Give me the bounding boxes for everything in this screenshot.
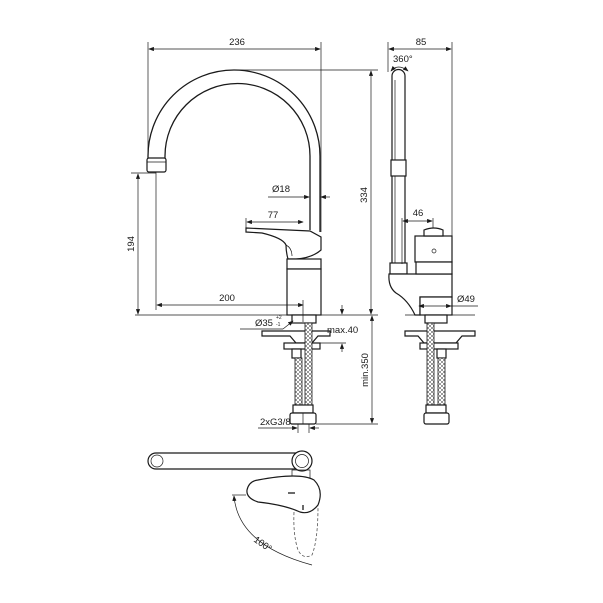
dim-body-diameter: Ø49 bbox=[457, 294, 475, 305]
aerator-nozzle bbox=[146, 157, 167, 173]
rotation-360: 360° bbox=[393, 54, 413, 65]
spout-inner bbox=[164, 82, 311, 230]
hose-right bbox=[304, 322, 313, 409]
dim-max-deck: max.40 bbox=[327, 325, 358, 336]
mounting-plate bbox=[261, 330, 331, 344]
faucet-body-upper bbox=[286, 258, 322, 270]
dim-width-236: 236 bbox=[229, 37, 245, 48]
tolerance-lower: -1 bbox=[276, 322, 281, 328]
top-lever-handle bbox=[246, 475, 321, 514]
hose-left bbox=[294, 357, 303, 409]
dim-base-diameter: Ø35 bbox=[255, 318, 273, 329]
side-spout-collar bbox=[390, 159, 407, 177]
spout-outer bbox=[147, 69, 321, 232]
rotation-arc bbox=[232, 495, 313, 566]
front-view: 236 334 194 200 Ø18 77 Ø35 +2 -1 max.40 … bbox=[126, 37, 378, 433]
lever-handle bbox=[245, 227, 322, 260]
dim-pipe-diameter: Ø18 bbox=[272, 184, 290, 195]
top-spout bbox=[147, 452, 311, 470]
dim-offset-46: 46 bbox=[413, 208, 424, 219]
dim-depth-85: 85 bbox=[416, 37, 427, 48]
dim-connection: 2xG3/8 bbox=[260, 417, 291, 428]
lever-rotated-dashed bbox=[293, 505, 319, 558]
dim-spout-height-194: 194 bbox=[126, 236, 137, 252]
side-view: 85 360° 46 Ø49 bbox=[387, 37, 478, 425]
top-spout-pivot bbox=[291, 450, 313, 472]
dim-lever-angle: 100° bbox=[251, 534, 274, 554]
tolerance-upper: +2 bbox=[276, 315, 282, 321]
faucet-body-lower bbox=[286, 268, 322, 316]
top-view: 100° bbox=[147, 450, 321, 566]
dim-lever-77: 77 bbox=[268, 210, 279, 221]
dim-height-334: 334 bbox=[359, 187, 370, 203]
dim-min-hose: min.350 bbox=[360, 353, 371, 387]
dim-reach-200: 200 bbox=[219, 293, 235, 304]
